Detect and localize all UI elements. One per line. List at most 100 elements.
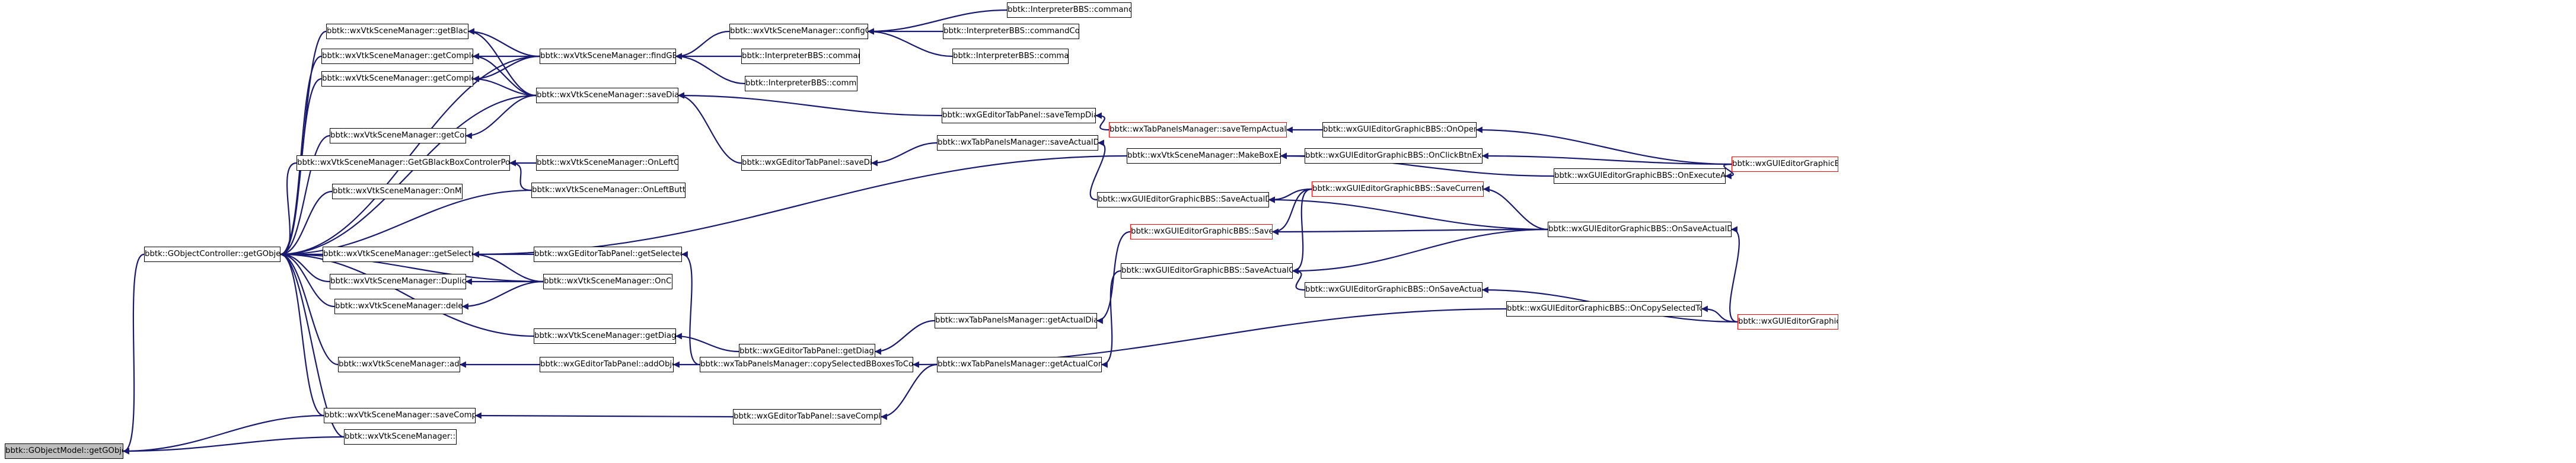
edge-n14-to-n0 (122, 436, 345, 455)
node-guieditor-onsaveactualdiagram[interactable]: bbtk::wxGUIEditorGraphicBBS::OnSaveActua… (1548, 222, 1732, 237)
node-tabpanel-savetempdiagram[interactable]: bbtk::wxGEditorTabPanel::saveTempDiagram (942, 108, 1096, 123)
node-guieditor-onclickbtnexecutablebox[interactable]: bbtk::wxGUIEditorGraphicBBS::OnClickBtnE… (1305, 148, 1483, 164)
node-scenemanager-savediagram[interactable]: bbtk::wxVtkSceneManager::saveDiagram (536, 88, 678, 103)
node-scenemanager-savecomplexboxbbs[interactable]: bbtk::wxVtkSceneManager::saveComplexBoxB… (324, 408, 476, 423)
edge-n16-to-n5 (465, 94, 537, 139)
node-guieditor-savecurrentdiagramas[interactable]: bbtk::wxGUIEditorGraphicBBS::SaveCurrent… (1312, 181, 1484, 197)
call-edges (122, 9, 1740, 455)
node-scenemanager-getblackboxes[interactable]: bbtk::wxVtkSceneManager::getBlackBoxes (326, 24, 468, 39)
node-scenemanager-getconnections[interactable]: bbtk::wxVtkSceneManager::getConnections (330, 128, 466, 143)
node-interpreter-commandconnection[interactable]: bbtk::InterpreterBBS::commandConnection (943, 24, 1079, 39)
edge-n48-to-n45 (1723, 163, 1734, 180)
edge-n20-to-n8 (472, 251, 544, 283)
edge-n31-to-n22 (867, 28, 953, 58)
node-tabpanel-getdiagrambbs[interactable]: bbtk::wxGEditorTabPanel::getDiagramBBS (739, 344, 875, 359)
node-scenemanager-getdiagrambbs[interactable]: bbtk::wxVtkSceneManager::getDiagramBBS (534, 328, 676, 344)
edge-n5-to-n1 (279, 135, 330, 258)
edge-n12-to-n1 (279, 251, 339, 366)
edge-n33-to-n25 (871, 142, 938, 167)
edge-n48-to-n41 (1475, 126, 1732, 165)
node-scenemanager-onleftbuttondown[interactable]: bbtk::wxVtkSceneManager::OnLeftButtonDow… (531, 183, 686, 198)
edge-n49-to-n47 (1701, 305, 1738, 323)
node-scenemanager-deleteobject[interactable]: bbtk::wxVtkSceneManager::deleteObject (334, 299, 463, 314)
node-guieditor-saveactualbbs[interactable]: bbtk::wxGUIEditorGraphicBBS::SaveActualB… (1130, 224, 1273, 240)
edge-n48-to-n42 (1481, 152, 1732, 165)
edge-n35-to-n26 (874, 320, 935, 355)
node-guieditor-saveactualdiagram[interactable]: bbtk::wxGUIEditorGraphicBBS::SaveActualD… (1097, 192, 1269, 207)
node-tabpanelsmanager-savetempactualdiagram[interactable]: bbtk::wxTabPanelsManager::saveTempActual… (1109, 122, 1287, 138)
edge-n26-to-n11 (675, 333, 739, 353)
node-scenemanager-duplicateobjects[interactable]: bbtk::wxVtkSceneManager::DuplicateObject… (330, 274, 466, 289)
node-scenemanager-configgconnetion[interactable]: bbtk::wxVtkSceneManager::configGConnetio… (729, 24, 868, 39)
node-scenemanager-getgblackboxcontrolerpointedbymouse[interactable]: bbtk::wxVtkSceneManager::GetGBlackBoxCon… (297, 155, 510, 171)
node-tabpanelsmanager-getactualcomplexboxbbs[interactable]: bbtk::wxTabPanelsManager::getActualCompl… (937, 357, 1102, 372)
node-scenemanager-getselectedobjects[interactable]: bbtk::wxVtkSceneManager::getSelectedObje… (323, 247, 473, 262)
edge-n20-to-n1 (279, 251, 544, 283)
edge-n25-to-n16 (677, 92, 742, 164)
edge-n40-to-n36 (1101, 270, 1121, 368)
edge-n32-to-n16 (677, 92, 942, 117)
edge-n18-to-n1 (279, 189, 532, 258)
node-gobjectmodel-getgobjecttype[interactable]: bbtk::GObjectModel::getGObjectType (5, 443, 123, 459)
node-interpreter-commandset[interactable]: bbtk::InterpreterBBS::commandSet (745, 76, 857, 91)
edge-n15-to-n2 (467, 28, 540, 58)
edge-n20-to-n10 (461, 280, 544, 310)
node-guieditor-onexecuteactualdiagram[interactable]: bbtk::wxGUIEditorGraphicBBS::OnExecuteAc… (1554, 168, 1726, 184)
node-scenemanager-getcomplexoutputports[interactable]: bbtk::wxVtkSceneManager::getComplexOutpu… (321, 71, 473, 87)
edge-n11-to-n1 (279, 251, 534, 337)
node-tabpanelsmanager-copyselectedbboxes[interactable]: bbtk::wxTabPanelsManager::copySelectedBB… (700, 357, 913, 372)
edge-n16-to-n1 (279, 94, 537, 258)
edge-n10-to-n1 (279, 251, 335, 308)
edge-n24-to-n15 (675, 53, 745, 85)
edge-n13-to-n1 (279, 251, 324, 417)
node-scenemanager-findgbox[interactable]: bbtk::wxVtkSceneManager::findGBox (540, 49, 676, 64)
node-guieditor-inittoolbar[interactable]: bbtk::wxGUIEditorGraphicBBS::initToolbar (1732, 157, 1838, 172)
edge-n38-to-n33 (1089, 139, 1106, 201)
node-scenemanager-update[interactable]: bbtk::wxVtkSceneManager::update (344, 429, 457, 445)
edge-n18-to-n6 (509, 159, 532, 191)
node-gobjectcontroller-getgobjecttype[interactable]: bbtk::GObjectController::getGObjectType (144, 247, 280, 262)
node-scenemanager-onchar[interactable]: bbtk::wxVtkSceneManager::OnChar (543, 274, 672, 289)
node-interpreter-commandexec[interactable]: bbtk::InterpreterBBS::commandExec (741, 49, 860, 64)
node-scenemanager-onleftclick[interactable]: bbtk::wxVtkSceneManager::OnLeftClick (536, 155, 678, 171)
node-guieditor-initmenu[interactable]: bbtk::wxGUIEditorGraphicBBS::initMenu (1737, 314, 1838, 330)
edge-n28-to-n13 (474, 412, 734, 419)
edge-n44-to-n40 (1292, 267, 1305, 291)
edge-n16-to-n2 (467, 28, 537, 97)
node-tabpanel-getselectedobjects[interactable]: bbtk::wxGEditorTabPanel::getSelectedObje… (534, 247, 682, 262)
edge-n36-to-n28 (880, 363, 938, 420)
edge-n43-to-n40 (1292, 188, 1312, 274)
edge-n13-to-n0 (122, 414, 324, 455)
node-tabpanel-addobjects[interactable]: bbtk::wxGEditorTabPanel::addObjects (540, 357, 674, 372)
node-tabpanelsmanager-saveactualdiagram[interactable]: bbtk::wxTabPanelsManager::saveActualDiag… (937, 135, 1098, 151)
node-scenemanager-onmousemove[interactable]: bbtk::wxVtkSceneManager::OnMouseMove (332, 184, 463, 199)
node-guieditor-saveactualcomplexbox[interactable]: bbtk::wxGUIEditorGraphicBBS::SaveActualC… (1121, 263, 1293, 279)
node-guieditor-onsaveactualcomplexbox[interactable]: bbtk::wxGUIEditorGraphicBBS::OnSaveActua… (1305, 282, 1483, 298)
edge-n43-to-n39 (1271, 188, 1312, 235)
edge-n16-to-n3 (472, 53, 537, 97)
edge-n7-to-n1 (279, 190, 333, 258)
node-tabpanelsmanager-getactualdiagrambbs[interactable]: bbtk::wxTabPanelsManager::getActualDiagr… (935, 313, 1097, 328)
edge-n6-to-n1 (279, 162, 297, 258)
node-guieditor-oncopyselectedtocomplexdiagram[interactable]: bbtk::wxGUIEditorGraphicBBS::OnCopySelec… (1506, 301, 1702, 317)
edge-n15-to-n4 (472, 55, 540, 82)
edge-n46-to-n40 (1292, 228, 1548, 274)
edge-n46-to-n39 (1271, 228, 1548, 235)
node-tabpanel-savediagram[interactable]: bbtk::wxGEditorTabPanel::saveDiagram (741, 155, 872, 171)
edge-n27-to-n19 (681, 251, 700, 366)
node-scenemanager-makeboxexecutable[interactable]: bbtk::wxVtkSceneManager::MakeBoxExecutab… (1127, 148, 1281, 164)
edge-n16-to-n4 (472, 75, 537, 97)
edge-n14-to-n1 (279, 251, 345, 438)
node-interpreter-commandoutput[interactable]: bbtk::InterpreterBBS::commandOutput (1007, 2, 1131, 18)
edge-n46-to-n38 (1268, 196, 1548, 231)
edge-n29-to-n22 (867, 9, 1008, 35)
node-scenemanager-getcomplexinputports[interactable]: bbtk::wxVtkSceneManager::getComplexInput… (321, 49, 473, 64)
edge-n46-to-n43 (1483, 186, 1548, 231)
edge-n22-to-n15 (675, 30, 730, 60)
node-tabpanel-savecomplexboxbbs[interactable]: bbtk::wxGEditorTabPanel::saveComplexBoxB… (733, 409, 881, 424)
node-guieditor-onopendiagram[interactable]: bbtk::wxGUIEditorGraphicBBS::OnOpenDiagr… (1322, 122, 1477, 138)
node-interpreter-commandinput[interactable]: bbtk::InterpreterBBS::commandInput (952, 49, 1069, 64)
edge-n37-to-n32 (1095, 112, 1110, 131)
node-scenemanager-addobjects[interactable]: bbtk::wxVtkSceneManager::addObjects (338, 357, 460, 372)
